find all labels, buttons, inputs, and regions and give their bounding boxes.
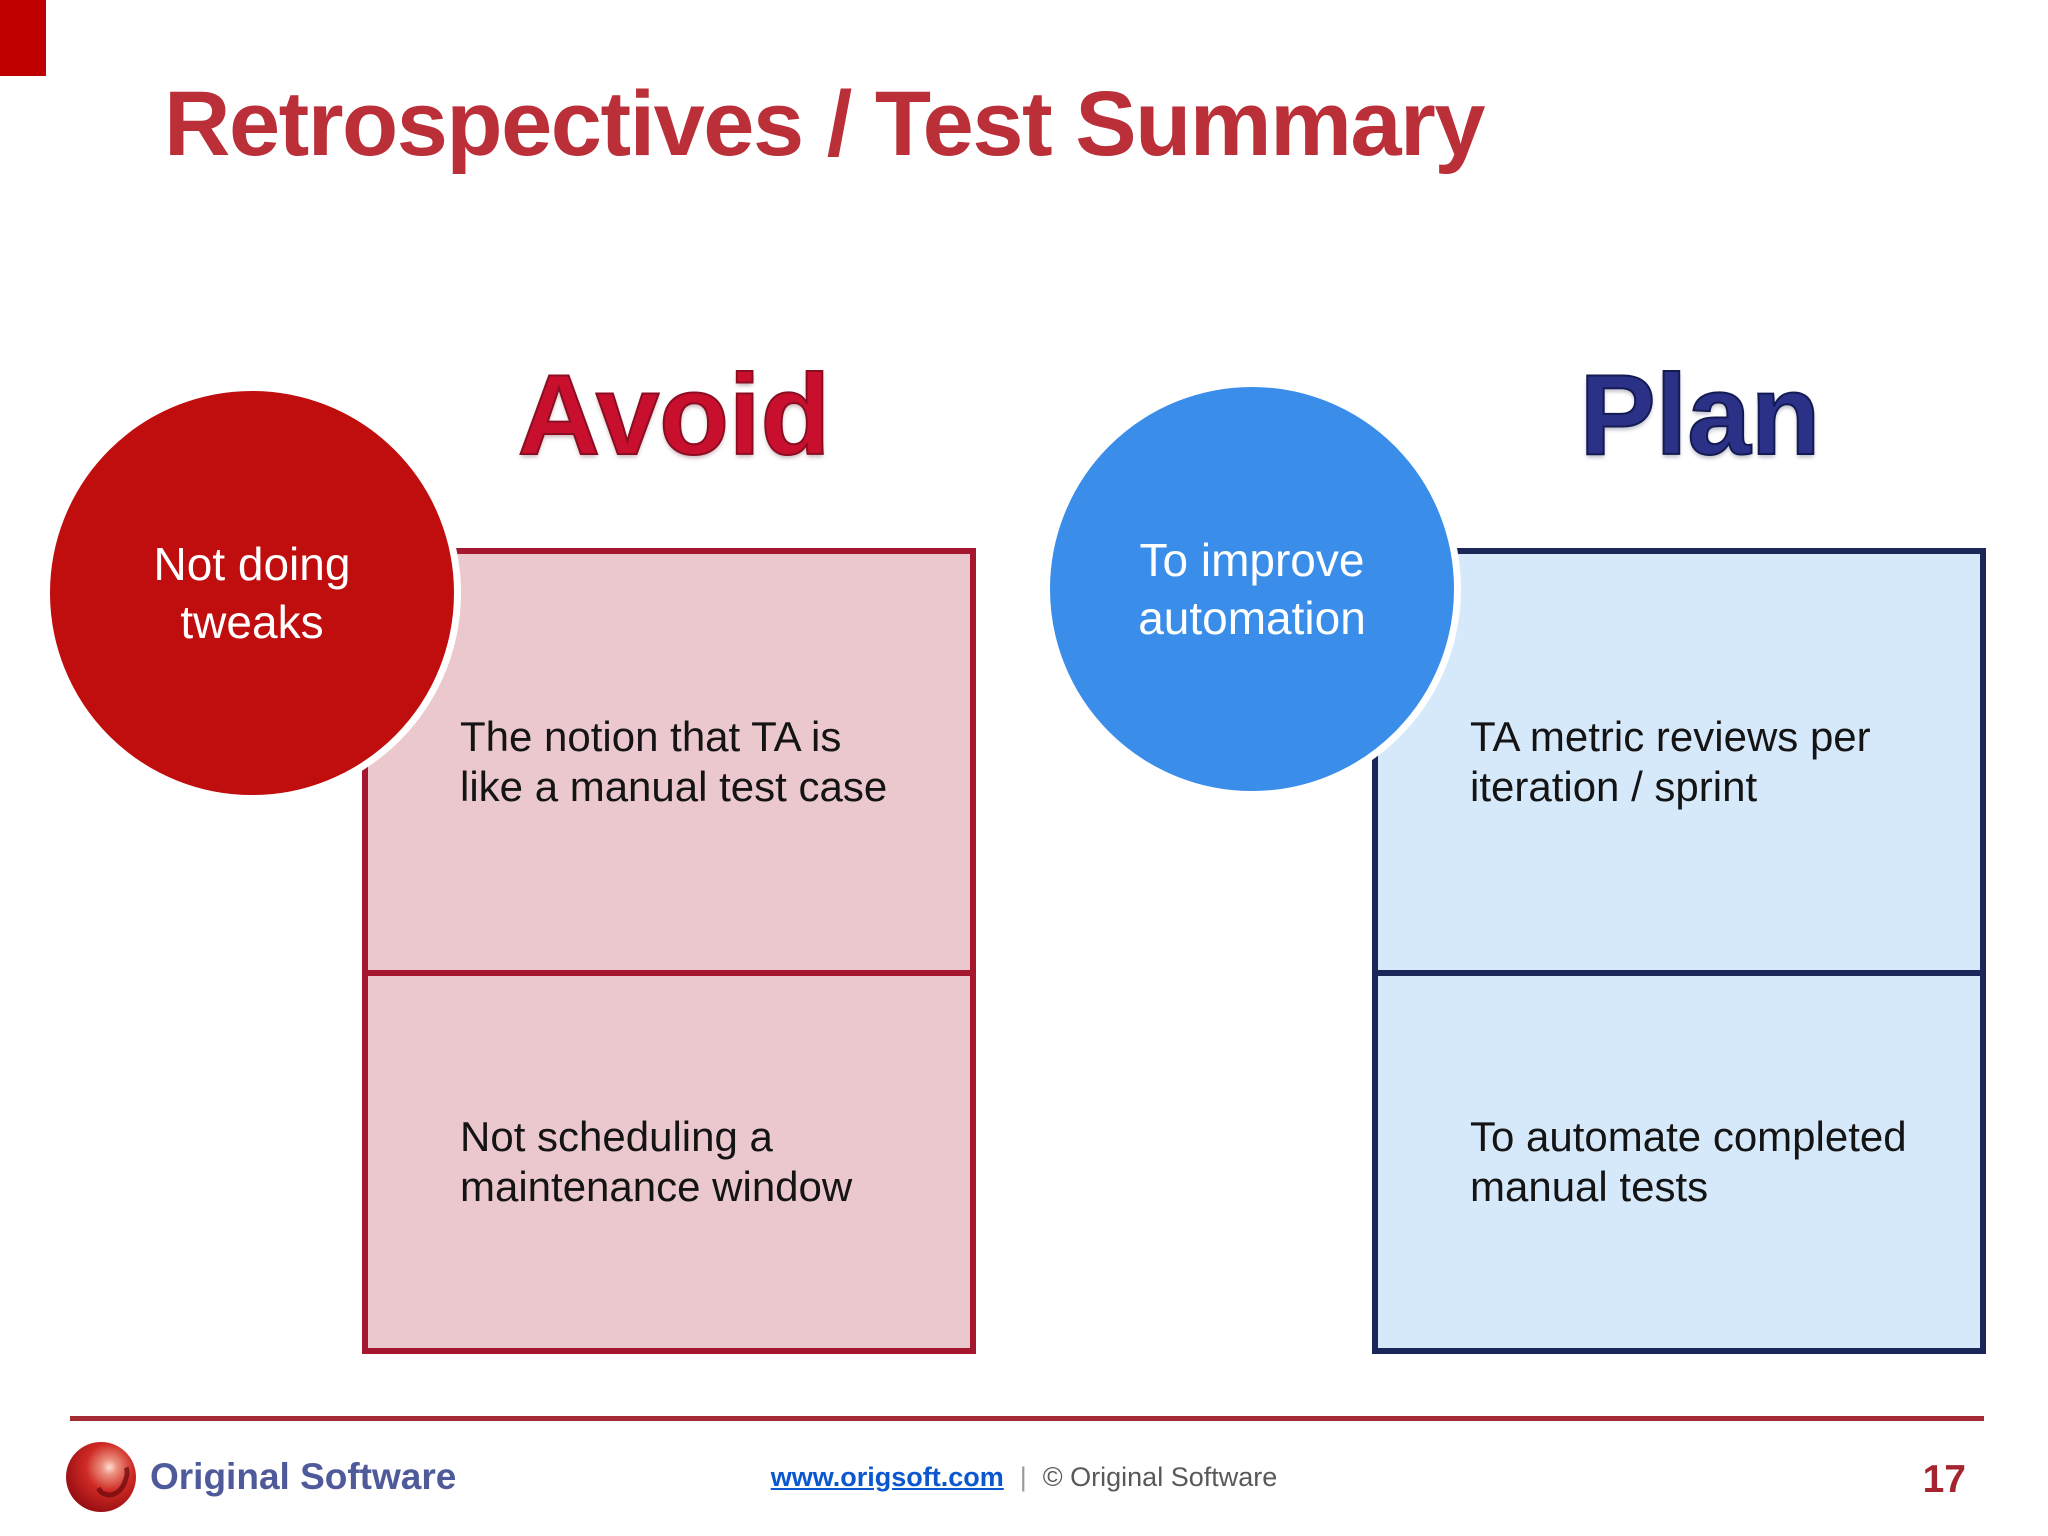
plan-heading: Plan bbox=[1579, 352, 1822, 479]
plan-item-2: To automate completed manual tests bbox=[1378, 970, 1980, 1348]
origsoft-link[interactable]: www.origsoft.com bbox=[770, 1462, 1004, 1492]
footer-divider-line bbox=[70, 1416, 1984, 1421]
plan-box: TA metric reviews per iteration / sprint… bbox=[1372, 548, 1986, 1354]
avoid-item-2: Not scheduling a maintenance window bbox=[368, 970, 970, 1348]
avoid-heading: Avoid bbox=[517, 352, 831, 479]
footer-center-text: www.origsoft.com | © Original Software bbox=[0, 1462, 2048, 1493]
page-number: 17 bbox=[1922, 1458, 1966, 1501]
original-software-wordmark: Original Software bbox=[150, 1456, 457, 1497]
footer-copyright: © Original Software bbox=[1042, 1462, 1278, 1492]
avoid-bubble: Not doing tweaks bbox=[43, 384, 461, 802]
page-title: Retrospectives / Test Summary bbox=[164, 73, 1486, 175]
plan-item-1: TA metric reviews per iteration / sprint bbox=[1470, 713, 1871, 810]
avoid-box: The notion that TA is like a manual test… bbox=[362, 548, 976, 1354]
original-software-logo: Original Software bbox=[52, 1442, 456, 1522]
avoid-item-1: The notion that TA is like a manual test… bbox=[460, 713, 888, 810]
plan-bubble: To improve automation bbox=[1043, 380, 1461, 798]
corner-accent-bar bbox=[0, 0, 46, 76]
footer-separator: | bbox=[1019, 1462, 1027, 1492]
